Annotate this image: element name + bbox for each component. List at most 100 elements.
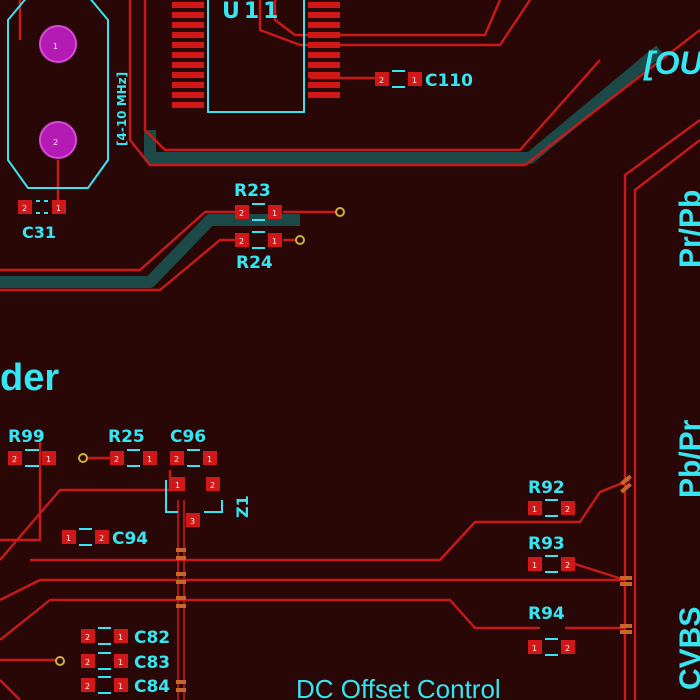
resistor-r92: R92 1 2 bbox=[528, 478, 575, 517]
svg-text:1: 1 bbox=[412, 76, 417, 85]
r23-ref: R23 bbox=[234, 181, 271, 201]
svg-text:3: 3 bbox=[190, 517, 195, 526]
trace-s bbox=[574, 562, 626, 582]
trace-h bbox=[258, 0, 531, 47]
svg-text:1: 1 bbox=[272, 237, 277, 246]
svg-text:2: 2 bbox=[565, 505, 570, 514]
trace-d bbox=[143, 0, 601, 152]
trace-bus-1 bbox=[623, 119, 700, 700]
capacitor-c84: 2 1 C84 bbox=[81, 676, 170, 697]
svg-text:1: 1 bbox=[532, 561, 537, 570]
output-header-label: [OU bbox=[643, 45, 700, 81]
svg-text:1: 1 bbox=[532, 505, 537, 514]
via bbox=[78, 453, 88, 463]
svg-text:1: 1 bbox=[118, 633, 123, 642]
c31-ref: C31 bbox=[22, 223, 56, 242]
trace-b bbox=[0, 238, 240, 292]
svg-text:1: 1 bbox=[147, 455, 152, 464]
pr-pb-label: Pr/Pb bbox=[674, 190, 700, 268]
svg-text:2: 2 bbox=[239, 209, 244, 218]
svg-text:2: 2 bbox=[239, 237, 244, 246]
trace-n bbox=[0, 470, 172, 561]
svg-text:1: 1 bbox=[56, 204, 61, 213]
crystal-pin-1-number: 1 bbox=[53, 42, 58, 51]
svg-text:1: 1 bbox=[175, 481, 180, 490]
crystal-outline bbox=[7, 0, 109, 189]
svg-text:1: 1 bbox=[207, 455, 212, 464]
c96-ref: C96 bbox=[170, 427, 206, 447]
svg-text:2: 2 bbox=[22, 204, 27, 213]
trace-p bbox=[0, 578, 625, 602]
r92-ref: R92 bbox=[528, 478, 565, 498]
crystal-footprint: 1 2 [4-10 MHz] bbox=[7, 0, 129, 189]
trace-c bbox=[128, 0, 700, 167]
svg-text:2: 2 bbox=[174, 455, 179, 464]
ic-u11-pads bbox=[172, 2, 340, 108]
crystal-pin-2[interactable] bbox=[39, 121, 77, 159]
trace-q bbox=[0, 598, 540, 641]
c94-ref: C94 bbox=[112, 529, 148, 549]
svg-text:1: 1 bbox=[272, 209, 277, 218]
resistor-r24: 2 1 R24 bbox=[235, 231, 305, 273]
capacitor-c83: 2 1 C83 bbox=[55, 652, 170, 673]
trace-shadow-right bbox=[144, 45, 664, 164]
trace-m bbox=[0, 430, 42, 542]
dc-offset-control-label: DC Offset Control bbox=[296, 674, 501, 700]
resistor-r25: R25 2 1 bbox=[78, 427, 157, 467]
svg-text:2: 2 bbox=[565, 644, 570, 653]
trace-u bbox=[0, 679, 21, 700]
c110-ref: C110 bbox=[425, 71, 473, 91]
z1-ref: Z1 bbox=[233, 495, 252, 518]
svg-text:2: 2 bbox=[379, 76, 384, 85]
svg-text:2: 2 bbox=[565, 561, 570, 570]
svg-text:1: 1 bbox=[118, 658, 123, 667]
trace-a bbox=[0, 210, 240, 272]
svg-text:2: 2 bbox=[85, 633, 90, 642]
resistor-r93: R93 1 2 bbox=[528, 534, 575, 573]
resistor-r99: R99 2 1 bbox=[8, 427, 56, 467]
svg-text:1: 1 bbox=[66, 534, 71, 543]
trace-i bbox=[273, 0, 502, 37]
crystal-pin-1[interactable] bbox=[39, 25, 77, 63]
crystal-pin-2-number: 2 bbox=[53, 138, 58, 147]
svg-text:2: 2 bbox=[85, 682, 90, 691]
r25-ref: R25 bbox=[108, 427, 145, 447]
component-z1: 1 2 3 Z1 bbox=[165, 477, 252, 527]
svg-text:1: 1 bbox=[118, 682, 123, 691]
pb-pr-label: Pb/Pr bbox=[674, 419, 700, 498]
via bbox=[335, 207, 345, 217]
svg-text:2: 2 bbox=[85, 658, 90, 667]
ic-u11: U11 bbox=[172, 0, 340, 113]
capacitor-c31: 2 1 C31 bbox=[18, 200, 66, 242]
svg-text:2: 2 bbox=[114, 455, 119, 464]
r24-ref: R24 bbox=[236, 253, 273, 273]
cvbs-label: CVBS bbox=[674, 607, 700, 690]
r99-ref: R99 bbox=[8, 427, 45, 447]
svg-text:1: 1 bbox=[532, 644, 537, 653]
ic-u11-label: U11 bbox=[222, 0, 282, 24]
c83-ref: C83 bbox=[134, 653, 170, 673]
section-fragment-label: der bbox=[0, 357, 59, 399]
via bbox=[295, 235, 305, 245]
resistor-r94: R94 1 2 bbox=[528, 604, 575, 656]
capacitor-c96: C96 2 1 bbox=[170, 427, 217, 467]
crystal-frequency-label: [4-10 MHz] bbox=[115, 72, 129, 146]
ic-u11-outline bbox=[207, 0, 305, 113]
resistor-r23: R23 2 1 bbox=[234, 181, 345, 221]
r93-ref: R93 bbox=[528, 534, 565, 554]
r94-ref: R94 bbox=[528, 604, 565, 624]
c82-ref: C82 bbox=[134, 628, 170, 648]
trace-bus-2 bbox=[633, 139, 700, 700]
via-lane bbox=[176, 474, 632, 692]
svg-text:1: 1 bbox=[46, 455, 51, 464]
capacitor-c110: 2 1 C110 bbox=[375, 70, 473, 91]
c84-ref: C84 bbox=[134, 677, 170, 697]
svg-text:2: 2 bbox=[12, 455, 17, 464]
trace-o bbox=[30, 478, 631, 562]
capacitor-c94: 1 2 C94 bbox=[62, 528, 148, 549]
via bbox=[55, 656, 65, 666]
capacitor-c82: 2 1 C82 bbox=[81, 627, 170, 648]
svg-text:2: 2 bbox=[210, 481, 215, 490]
svg-text:2: 2 bbox=[99, 534, 104, 543]
